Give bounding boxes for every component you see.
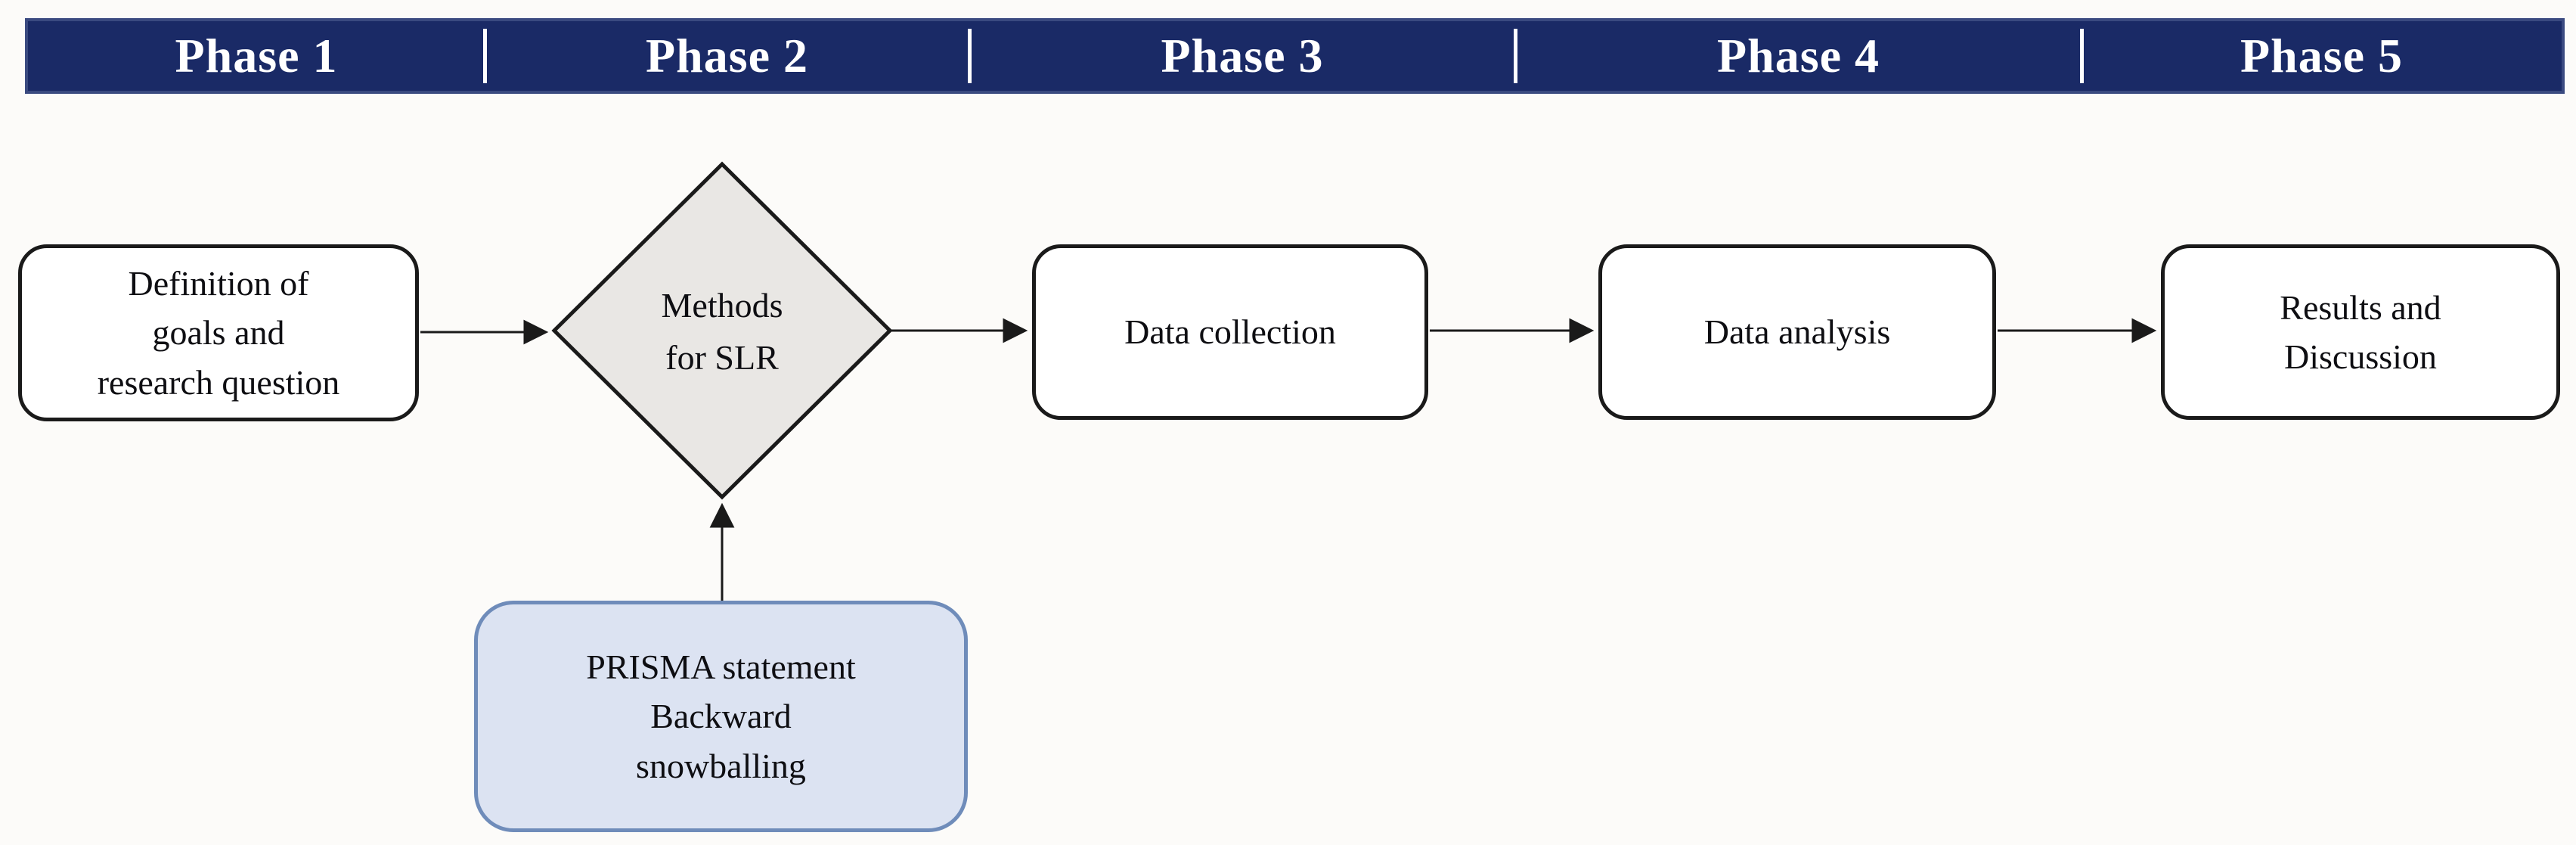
phase-4-label: Phase 4 xyxy=(1717,29,1880,82)
phase-5-label: Phase 5 xyxy=(2240,29,2403,82)
phase-divider xyxy=(483,29,487,83)
phase-4-cell: Phase 4 xyxy=(1515,21,2082,91)
phase-1-label: Phase 1 xyxy=(175,29,338,82)
node-methods-for-slr: Methods for SLR xyxy=(609,261,835,401)
node-methods-label: Methods for SLR xyxy=(661,285,783,377)
node-definition-label: Definition of goals and research questio… xyxy=(97,264,340,402)
node-data-analysis: Data analysis xyxy=(1598,244,1996,420)
node-definition-of-goals: Definition of goals and research questio… xyxy=(18,244,419,421)
phase-2-label: Phase 2 xyxy=(646,29,808,82)
phase-1-cell: Phase 1 xyxy=(28,21,485,91)
node-data-collection-label: Data collection xyxy=(1124,312,1336,352)
phase-header-band: Phase 1 Phase 2 Phase 3 Phase 4 Phase 5 xyxy=(25,18,2565,94)
phase-divider xyxy=(2080,29,2084,83)
phase-divider xyxy=(1514,29,1517,83)
node-data-analysis-label: Data analysis xyxy=(1703,312,1891,352)
phase-3-label: Phase 3 xyxy=(1161,29,1324,82)
node-data-collection: Data collection xyxy=(1032,244,1428,420)
diamond-shape-methods xyxy=(551,161,893,500)
phase-2-cell: Phase 2 xyxy=(485,21,969,91)
node-prisma-statement: PRISMA statement Backward snowballing xyxy=(474,601,968,832)
phase-divider xyxy=(968,29,972,83)
node-prisma-label: PRISMA statement Backward snowballing xyxy=(586,648,856,785)
node-results-discussion: Results and Discussion xyxy=(2161,244,2560,420)
node-results-label: Results and Discussion xyxy=(2280,287,2441,376)
phase-3-cell: Phase 3 xyxy=(969,21,1515,91)
phase-5-cell: Phase 5 xyxy=(2082,21,2562,91)
